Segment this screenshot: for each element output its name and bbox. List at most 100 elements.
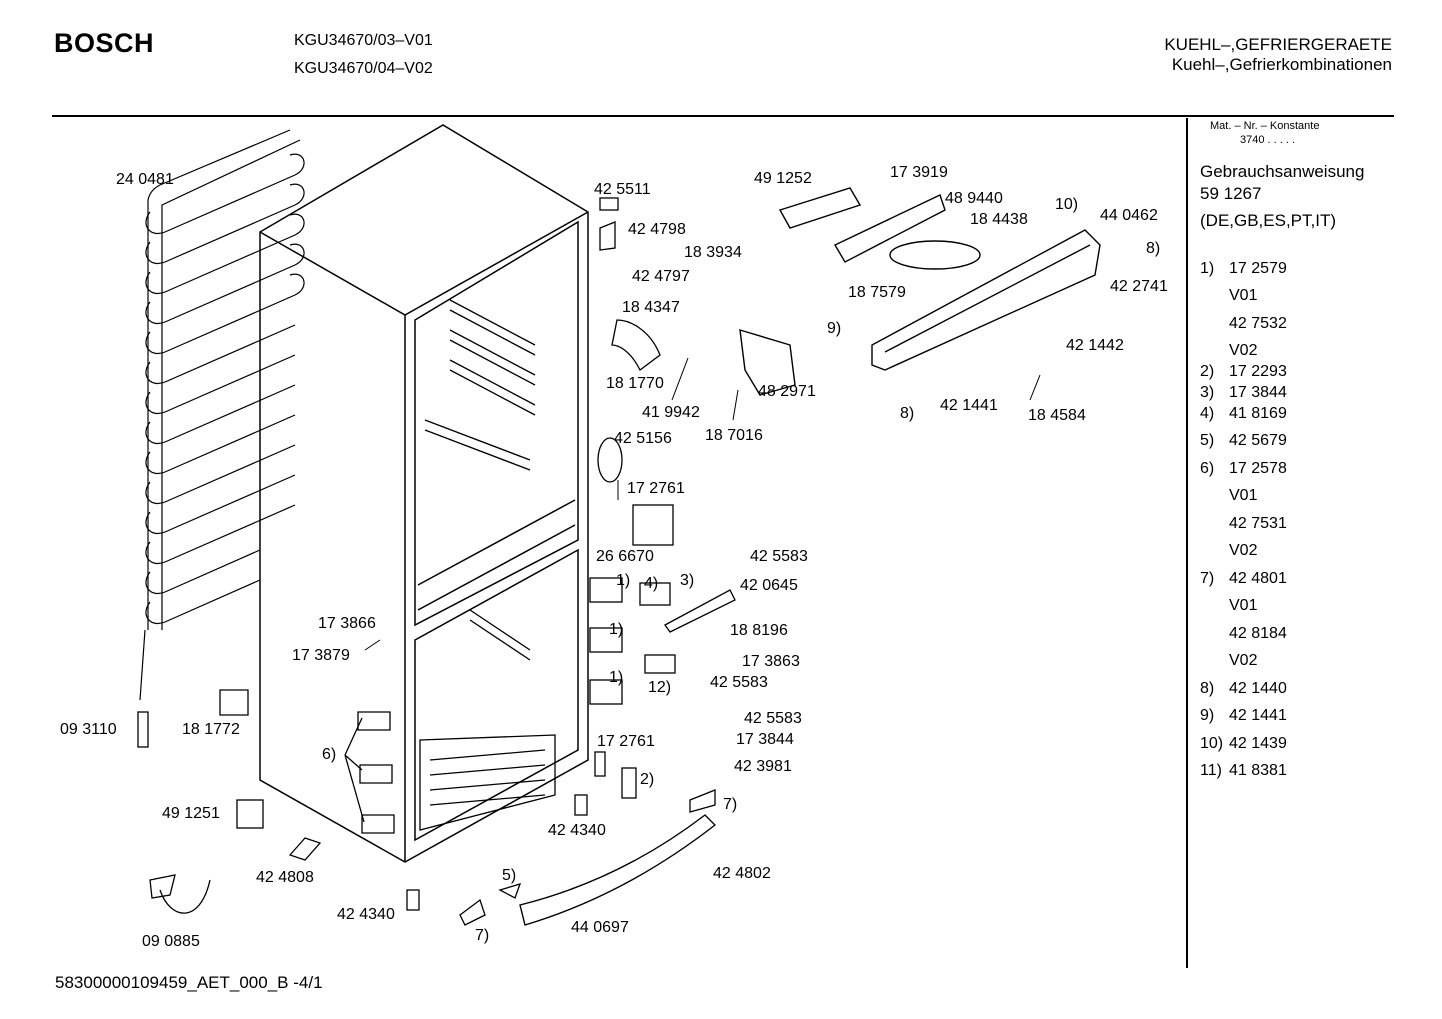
part-label: 8)	[900, 405, 915, 422]
parts-list-item: 1)17 2579	[1200, 260, 1287, 278]
cabinet-body	[259, 124, 589, 863]
parts-list-number: 17 2579	[1229, 260, 1287, 277]
parts-list-number: 42 7532	[1229, 315, 1287, 332]
part-label: 42 4340	[548, 822, 606, 839]
part-label: 6)	[322, 746, 337, 763]
page-number: -4/1	[293, 973, 323, 992]
part-label: 48 2971	[758, 383, 816, 400]
part-label: 49 1252	[754, 170, 812, 187]
part-label: 42 5511	[594, 181, 651, 198]
part-label: 18 4584	[1028, 407, 1086, 424]
part-label: 42 0645	[740, 577, 798, 594]
part-label: 17 3919	[890, 164, 948, 181]
parts-list-mark: 10)	[1200, 735, 1224, 752]
power-cord	[149, 874, 211, 914]
brand-logo: BOSCH	[54, 28, 155, 58]
parts-list-item: 10) 42 1439	[1200, 735, 1287, 753]
parts-list-number: 42 1441	[1229, 707, 1287, 724]
part-label: 48 9440	[945, 190, 1003, 207]
parts-list-number: 42 1439	[1229, 735, 1287, 752]
manual-title: Gebrauchsanweisung	[1200, 162, 1365, 181]
parts-list-item: 11)41 8381	[1200, 762, 1287, 780]
part-label: 18 1772	[182, 721, 240, 738]
parts-list-number: 17 2578	[1229, 460, 1287, 477]
part-label: 10)	[1055, 196, 1079, 213]
part-label: 42 5583	[744, 710, 802, 727]
part-label: 44 0697	[571, 919, 629, 936]
parts-list-number: 42 5679	[1229, 432, 1287, 449]
parts-list-item: 8)42 1440	[1200, 680, 1287, 698]
document-number: 58300000109459_AET_000_B	[55, 973, 289, 992]
parts-list-item: V02	[1200, 342, 1257, 360]
part-label: 42 4340	[337, 906, 395, 923]
leader-lines	[364, 357, 1041, 651]
parts-list-item: 9) 42 1441	[1200, 707, 1287, 725]
part-label: 18 7579	[848, 284, 906, 301]
part-label: 17 2761	[627, 480, 685, 497]
part-label: 2)	[640, 771, 655, 788]
parts-list-item: 42 8184	[1200, 625, 1287, 643]
part-label: 4)	[644, 575, 659, 592]
category-sub: Kuehl–,Gefrierkombinationen	[1171, 55, 1392, 74]
part-label: 17 3844	[736, 731, 794, 748]
parts-list-number: 17 3844	[1229, 384, 1287, 401]
part-label: 42 4798	[628, 221, 686, 238]
part-label: 18 1770	[606, 375, 664, 392]
part-label: 8)	[1146, 240, 1161, 257]
control-panel	[739, 187, 1101, 396]
part-label: 9)	[827, 320, 842, 337]
parts-list-mark: 3)	[1200, 384, 1215, 401]
parts-list-item: V02	[1200, 542, 1257, 560]
part-label: 44 0462	[1100, 207, 1158, 224]
part-label: 18 3934	[684, 244, 742, 261]
parts-list-item: 2)17 2293	[1200, 363, 1287, 381]
parts-list-number: 41 8169	[1229, 405, 1287, 422]
manual-languages: (DE,GB,ES,PT,IT)	[1200, 211, 1337, 230]
parts-list-number: 42 1440	[1229, 680, 1287, 697]
part-label: 17 3863	[742, 653, 800, 670]
part-label: 42 5583	[710, 674, 768, 691]
parts-list-number: 42 4801	[1229, 570, 1287, 587]
parts-list-number: V02	[1229, 652, 1258, 669]
part-label: 18 4347	[622, 299, 680, 316]
parts-list-mark: 7)	[1200, 570, 1215, 587]
parts-list-item: V02	[1200, 652, 1257, 670]
parts-list-mark: 6)	[1200, 460, 1215, 477]
part-label: 42 4802	[713, 865, 771, 882]
parts-list-mark: 9)	[1200, 707, 1215, 724]
model-number-2: KGU34670/04–V02	[294, 60, 433, 77]
condenser-coil	[139, 129, 305, 701]
cabinet-shelves	[419, 299, 556, 831]
parts-list-number: 42 8184	[1229, 625, 1287, 642]
part-label: 42 2741	[1110, 278, 1168, 295]
parts-list-number: V01	[1229, 597, 1258, 614]
parts-list-item: 4)41 8169	[1200, 405, 1287, 423]
part-label: 42 5156	[614, 430, 672, 447]
parts-list-mark: 5)	[1200, 432, 1215, 449]
part-label: 7)	[475, 927, 490, 944]
part-label: 1)	[616, 572, 631, 589]
parts-list-item: V01	[1200, 597, 1257, 615]
part-label: 17 2761	[597, 733, 655, 750]
part-label: 24 0481	[116, 171, 174, 188]
mat-nr-value: 3740 . . . . .	[1240, 134, 1296, 146]
part-label: 42 5583	[750, 548, 808, 565]
parts-list-item: 6) 17 2578	[1200, 460, 1287, 478]
parts-list-number: V01	[1229, 487, 1258, 504]
part-label: 42 4797	[632, 268, 690, 285]
part-label: 42 3981	[734, 758, 792, 775]
parts-list-mark: 11)	[1200, 762, 1222, 779]
parts-list-item: V01	[1200, 487, 1257, 505]
part-label: 26 6670	[596, 548, 654, 565]
part-label: 5)	[502, 867, 517, 884]
parts-list-number: V01	[1229, 287, 1258, 304]
part-label: 12)	[648, 679, 672, 696]
parts-list-number: 42 7531	[1229, 515, 1287, 532]
parts-list-number: 17 2293	[1229, 363, 1287, 380]
part-label: 3)	[680, 572, 695, 589]
document-id: 58300000109459_AET_000_B -4/1	[55, 973, 323, 993]
parts-list-item: 3) 17 3844	[1200, 384, 1287, 402]
parts-list-number: V02	[1229, 342, 1258, 359]
part-label: 18 4438	[970, 211, 1028, 228]
part-label: 09 3110	[60, 721, 117, 738]
